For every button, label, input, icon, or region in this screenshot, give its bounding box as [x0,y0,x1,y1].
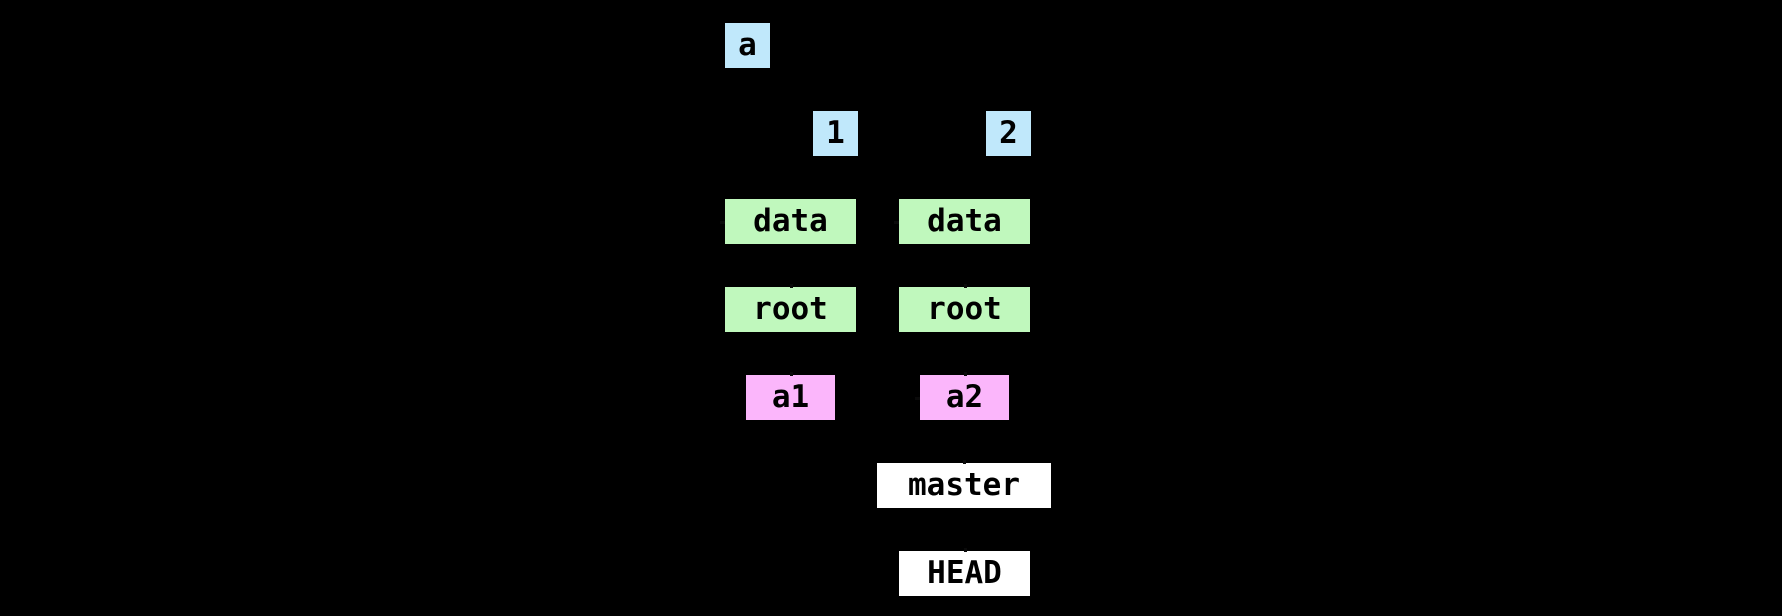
edge-tree-root-2-to-tree-data-2 [964,284,967,288]
node-commit-a2[interactable]: a2 [920,375,1009,420]
edge-tree-data-1-to-blob-1 [720,221,725,224]
node-blob-1[interactable]: 1 [813,111,858,156]
edge-commit-a2-to-commit-a1 [915,397,920,400]
node-tree-root-1[interactable]: root [725,287,856,332]
node-tree-root-2[interactable]: root [899,287,1030,332]
node-tree-data-2[interactable]: data [899,199,1030,244]
edge-ref-head-to-ref-master [964,548,967,552]
node-tree-data-1[interactable]: data [725,199,856,244]
edge-tree-data-2-to-blob-2 [894,221,899,224]
node-commit-a1[interactable]: a1 [746,375,835,420]
node-ref-master[interactable]: master [877,463,1051,508]
node-blob-2[interactable]: 2 [986,111,1031,156]
edge-commit-a1-to-tree-root-1 [790,372,793,376]
edge-tree-root-1-to-tree-data-1 [790,284,793,288]
node-ref-head[interactable]: HEAD [899,551,1030,596]
node-blob-a[interactable]: a [725,23,770,68]
edge-commit-a2-to-tree-root-2 [964,372,967,376]
edge-ref-master-to-commit-a2 [963,460,966,464]
